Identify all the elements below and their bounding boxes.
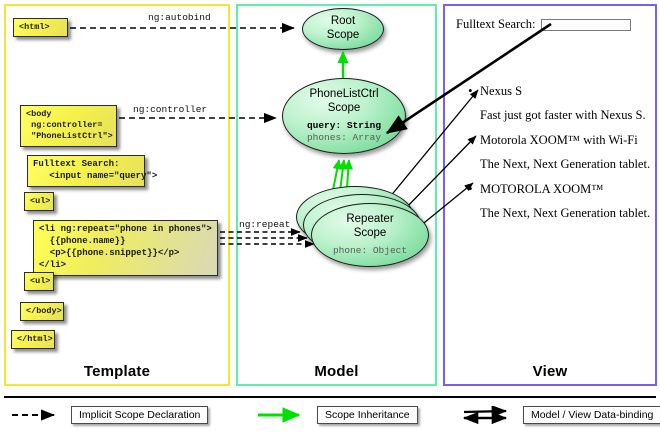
legend-item-implicit-scope-declaration: Implicit Scope Declaration [10, 406, 209, 424]
column-label-template: Template [83, 363, 151, 380]
legend-divider [4, 396, 656, 398]
phone-name: MOTOROLA XOOM™ [466, 181, 646, 197]
scope-repeater: Repeater Scope phone: Object [311, 203, 429, 267]
connector-label-autobind: ng:autobind [148, 12, 211, 23]
legend-label: Implicit Scope Declaration [71, 406, 209, 424]
code-box-body-controller: <body ng:controller= "PhoneListCtrl"> [20, 105, 117, 147]
phone-name: Motorola XOOM™ with Wi-Fi [466, 132, 646, 148]
phone-snippet: Fast just got faster with Nexus S. [480, 108, 646, 122]
scope-root-title-1: Root [330, 15, 356, 28]
code-box-li-repeat: <li ng:repeat="phone in phones"> {{phone… [33, 220, 218, 276]
connector-label-repeat: ng:repeat [239, 219, 291, 230]
scope-repeater-title-2: Scope [353, 226, 387, 239]
code-box-body-close: </body> [20, 302, 64, 322]
dashed-arrow-icon [12, 409, 55, 421]
phone-list: Nexus S Fast just got faster with Nexus … [466, 83, 651, 231]
scope-phonelistctrl-prop-query: query: String [306, 120, 382, 132]
code-box-fulltext-search: Fulltext Search: <input name="query"> [27, 155, 157, 187]
scope-phonelistctrl: PhoneListCtrl Scope query: String phones… [282, 78, 406, 154]
scope-phonelistctrl-title-1: PhoneListCtrl [309, 87, 379, 100]
code-box-html-close: </html> [11, 330, 55, 350]
double-arrow-icon [462, 406, 508, 424]
list-item: Nexus S Fast just got faster with Nexus … [466, 83, 646, 123]
green-arrow-icon [258, 407, 301, 423]
scope-repeater-title-1: Repeater [346, 212, 394, 225]
scope-root-title-2: Scope [326, 29, 360, 41]
phone-snippet: The Next, Next Generation tablet. [480, 206, 651, 220]
scope-phonelistctrl-prop-phones: phones: Array [306, 132, 382, 144]
scope-root: Root Scope [302, 8, 384, 50]
code-box-ul-open: <ul> [24, 192, 54, 212]
connector-label-controller: ng:controller [133, 104, 208, 115]
list-item: Motorola XOOM™ with Wi-Fi The Next, Next… [466, 132, 651, 172]
scope-phonelistctrl-title-2: Scope [327, 101, 361, 114]
column-label-model: Model [314, 363, 359, 380]
legend-label: Model / View Data-binding [523, 406, 660, 424]
legend-label: Scope Inheritance [317, 406, 418, 424]
legend-item-scope-inheritance: Scope Inheritance [256, 406, 418, 424]
fulltext-search-row: Fulltext Search: [456, 17, 631, 32]
scope-repeater-prop-phone: phone: Object [332, 245, 408, 257]
column-label-view: View [532, 363, 568, 380]
view-panel: Fulltext Search: Nexus S Fast just got f… [448, 9, 652, 381]
list-item: MOTOROLA XOOM™ The Next, Next Generation… [466, 181, 651, 221]
legend-item-model-view-data-binding: Model / View Data-binding [462, 406, 660, 424]
phone-name: Nexus S [466, 83, 646, 99]
code-box-ul-close: <ul> [24, 272, 54, 292]
search-input[interactable] [540, 18, 631, 31]
phone-snippet: The Next, Next Generation tablet. [480, 157, 651, 171]
fulltext-search-label: Fulltext Search: [456, 17, 536, 31]
code-box-html-open: <html> [13, 18, 68, 38]
